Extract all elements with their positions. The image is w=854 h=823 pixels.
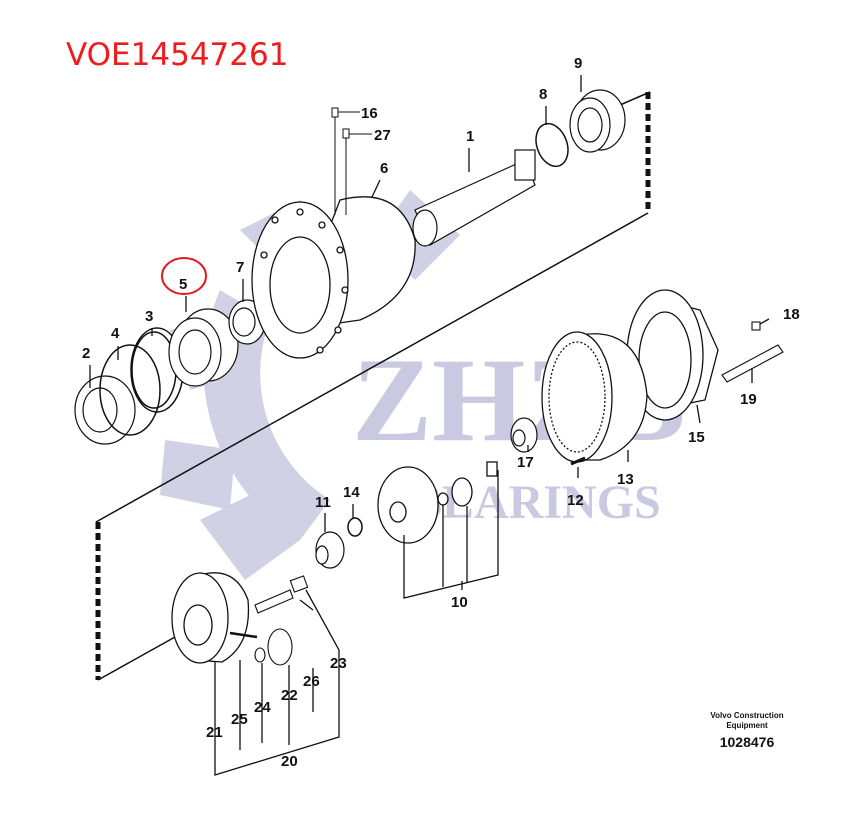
- label-5[interactable]: 5: [179, 276, 187, 293]
- label-13[interactable]: 13: [617, 471, 634, 488]
- label-21[interactable]: 21: [206, 724, 223, 741]
- caption-line-1: Volvo Construction: [710, 711, 784, 720]
- part-4-ring: [99, 344, 161, 436]
- label-20[interactable]: 20: [281, 753, 298, 770]
- part-17-gear: [510, 417, 538, 453]
- label-4[interactable]: 4: [111, 325, 120, 342]
- part-10-carrier: [377, 461, 498, 544]
- label-24[interactable]: 24: [254, 699, 271, 716]
- label-10[interactable]: 10: [451, 594, 468, 611]
- label-7[interactable]: 7: [236, 259, 244, 276]
- label-16[interactable]: 16: [361, 105, 378, 122]
- part-6-hub: [251, 196, 416, 359]
- label-27[interactable]: 27: [374, 127, 391, 144]
- part-12-pin: [570, 456, 586, 466]
- caption-number: 1028476: [719, 734, 775, 750]
- label-18[interactable]: 18: [783, 306, 800, 323]
- label-12[interactable]: 12: [567, 492, 584, 509]
- part-2-seal: [74, 375, 136, 445]
- part-5-bearing: [168, 308, 239, 387]
- label-3[interactable]: 3: [145, 308, 153, 325]
- label-2[interactable]: 2: [82, 345, 90, 362]
- part-13-ring-gear: [541, 331, 648, 463]
- label-23[interactable]: 23: [330, 655, 347, 672]
- label-25[interactable]: 25: [231, 711, 248, 728]
- label-26[interactable]: 26: [303, 673, 320, 690]
- part-1-shaft: [412, 149, 536, 247]
- part-11-gear: [315, 531, 345, 569]
- label-19[interactable]: 19: [740, 391, 757, 408]
- label-1[interactable]: 1: [466, 128, 474, 145]
- part-labels: 1 2 3 4 5 6 7 8 9 10 11 12 13 14 15 16 1…: [82, 55, 800, 770]
- watermark-text-sub: BEARINGS: [410, 476, 661, 529]
- label-6[interactable]: 6: [380, 160, 388, 177]
- label-15[interactable]: 15: [688, 429, 705, 446]
- label-17[interactable]: 17: [517, 454, 534, 471]
- label-11[interactable]: 11: [315, 494, 331, 511]
- part-18-19-fasteners: [721, 321, 784, 383]
- part-number-title: VOE14547261: [66, 37, 289, 73]
- part-9-bearing: [569, 89, 626, 153]
- leader-lines: [89, 75, 770, 776]
- label-9[interactable]: 9: [574, 55, 582, 72]
- diagram-caption: Volvo Construction Equipment 1028476: [688, 711, 806, 750]
- label-22[interactable]: 22: [281, 687, 298, 704]
- part-8-ring: [535, 122, 569, 168]
- caption-line-2: Equipment: [726, 721, 768, 730]
- part-21-carrier: [171, 572, 250, 664]
- label-8[interactable]: 8: [539, 86, 547, 103]
- part-14-washer: [347, 517, 363, 537]
- assembly-frame-top: [95, 91, 651, 681]
- part-20-subparts: [229, 575, 309, 666]
- part-16-27-plugs: [331, 107, 372, 215]
- label-14[interactable]: 14: [343, 484, 360, 501]
- highlight-circle-part-5: [161, 257, 207, 295]
